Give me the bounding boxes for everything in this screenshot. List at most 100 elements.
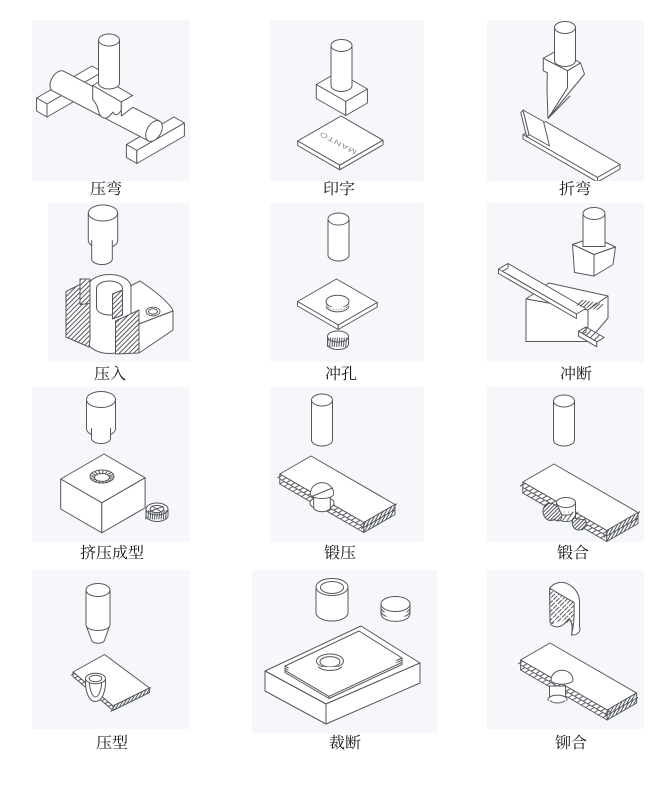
support-right-right [136,122,185,164]
hole-wall [325,306,350,313]
stack-hole-inner [319,656,341,668]
plate-lam-right [110,687,151,712]
label-glyphs-fold-bend [559,180,591,196]
label-forge-press: 锻压 [280,544,400,564]
plates-lam-left [517,660,610,718]
punch-tip [91,428,111,444]
punch-tip [91,240,113,265]
slug-knurl [326,337,348,347]
part-knurl [145,510,167,520]
bulge-hatch [572,518,587,531]
stamp-head-right [345,88,368,116]
rivet-flare [547,694,568,701]
drawing-punch-hole [297,212,378,350]
hole-knurl [89,470,115,484]
hole-rim [325,294,350,309]
label-glyphs-press-bend [90,180,122,196]
punch-body [327,218,350,262]
disc-line3 [381,616,410,622]
figure-punch-hole [270,203,424,362]
punch-top [330,39,353,52]
punch-top [582,207,606,220]
drawing-press-in [65,204,174,355]
sheet-up-wing [522,109,550,147]
cut-hatch [576,299,604,311]
sheet-flat-wing-left [522,134,598,181]
figure-press-in [48,203,190,362]
drawing-forge-press [277,393,397,533]
label-glyphs-extrusion-forming [80,544,144,560]
sheet-flat-wing-right [597,164,621,181]
tube-bore [320,581,344,594]
punch-top [311,393,333,407]
label-glyphs-punch-cut [560,365,592,381]
figure-extrusion-forming [32,387,190,542]
punch-sides [582,214,606,247]
hole-inner [94,473,110,482]
figure-punch-cut [487,203,644,362]
punch-body [553,400,575,447]
label-punch-hole: 冲孔 [281,365,401,385]
label-extrusion-forming: 挤压成型 [52,544,172,564]
strip-left [498,268,577,319]
punch-top [553,394,575,408]
hatch-right [112,290,123,319]
drawing-press-form [70,583,151,712]
drawing-punch-cut [498,207,616,348]
cutter-right [593,246,616,277]
strip-lam-right [361,503,397,533]
punch-upper-top [86,391,116,408]
label-glyphs-press-form [96,734,128,750]
plate-right [337,302,378,330]
figure-fold-bend [487,20,644,181]
hatch-left [66,284,90,347]
label-glyphs-stamp-marking [324,180,355,196]
label-glyphs-press-in [94,365,126,381]
rivet-head [550,669,574,685]
drawing-extrusion-forming [60,391,169,534]
drawing-press-bend [36,33,185,164]
label-fold-bend: 折弯 [515,180,635,200]
cup-inner [550,619,569,628]
punch-top [327,212,350,226]
label-forge-join: 锻合 [513,544,633,564]
dimple-rim-inner [88,674,103,683]
label-stamp-marking: 印字 [279,180,399,200]
drawing-rivet-join [517,581,638,721]
hatch-bottom [115,310,139,354]
label-press-bend: 压弯 [46,180,166,200]
punch-shank-body [554,27,576,67]
strip-lam-right [603,511,640,542]
drawing-forge-join [519,394,640,542]
punch-top [85,583,111,597]
punch-head-right [120,95,134,117]
punch-blade [547,62,585,119]
punch-shank-top [554,21,576,34]
rivet-tail [549,685,566,704]
label-shear-cut: 裁断 [285,734,405,754]
punch-body [85,589,111,644]
label-glyphs-rivet-join [555,734,587,750]
punch-step [85,625,111,631]
figure-stamp-marking: MANTO [270,20,424,181]
label-glyphs-forge-join [557,544,589,560]
hole-hatch [325,304,350,311]
figure-shear-cut [252,570,437,733]
plate-right [339,139,384,171]
label-press-in: 压入 [50,365,170,385]
punch-body [311,399,333,447]
figure-press-form [32,570,190,729]
figure-press-bend [32,20,190,181]
label-rivet-join: 铆合 [511,734,631,754]
drawing-stamp-marking: MANTO [297,39,384,171]
label-glyphs-punch-hole [325,365,357,381]
punch-body [98,39,120,90]
stack-layer [284,661,403,697]
label-glyphs-shear-cut [329,734,361,750]
blade-edge [547,95,571,119]
figure-forge-join [487,387,644,542]
hole-rim [556,497,576,508]
figure-forge-press [270,387,424,542]
tube-body [315,586,349,622]
